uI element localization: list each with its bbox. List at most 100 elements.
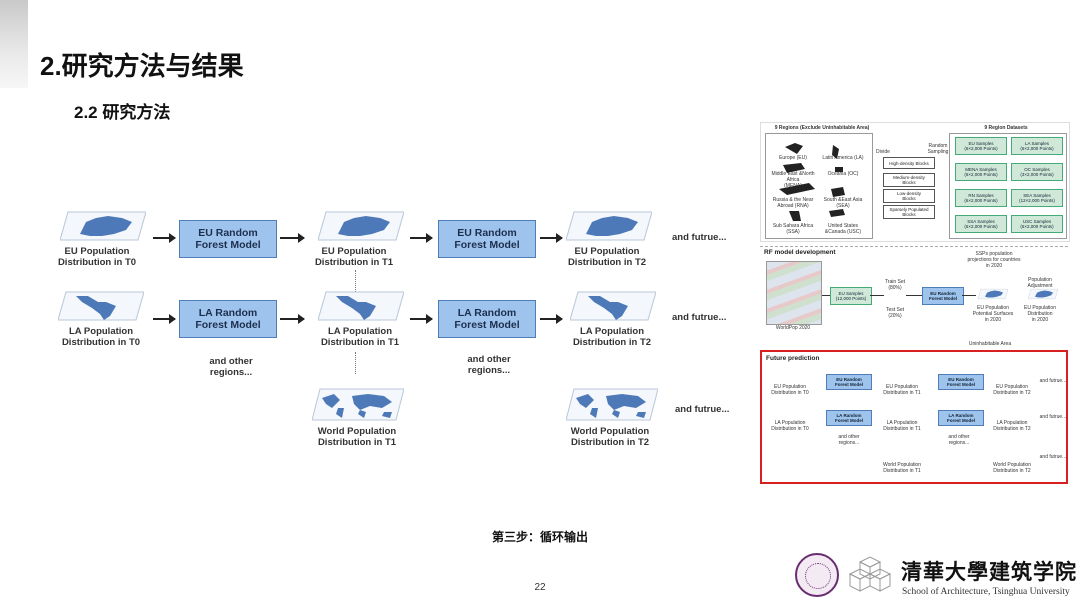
arrow [962,295,976,296]
mini-eu-rf-1: EU Random Forest Model [826,374,872,390]
arrow [540,314,563,324]
sample-rn: RN Samples (6×2,000 Points) [955,189,1007,207]
region-ssa: Sub Sahara Africa (SSA) [772,223,814,235]
arrow [540,233,563,243]
region-la: Latin America (LA) [822,155,864,161]
mini-and-futrue: and futrue... [1039,378,1067,384]
sample-la: LA Samples (6×2,000 Points) [1011,137,1063,155]
mini-la-t1: LA Population Distribution in T1 [883,420,921,432]
vertical-dots [355,270,356,292]
eu-rf-model-2: EU Random Forest Model [438,220,536,258]
university-name-en: School of Architecture, Tsinghua Univers… [902,587,1070,597]
future-prediction-panel: Future prediction EU Population Distribu… [760,350,1068,484]
samples-box [949,133,1067,239]
page-number: 22 [534,582,546,593]
eu-samples-12000: EU Samples (12,000 Points) [830,287,872,305]
block-low: Low-density Blocks [883,189,935,203]
mini-world-t1: World Population Distribution in T1 [883,462,921,474]
eu-dist-t1-label: EU Population Distribution in T1 [314,246,394,268]
train-set: Train Set (80%) [884,279,906,291]
eu-rf-model-1: EU Random Forest Model [179,220,277,258]
random-sampling-label: Random Sampling [927,143,949,155]
slide-title: 2.研究方法与结果 [40,51,244,81]
sample-usc: USC Samples (6×2,000 Points) [1011,215,1063,233]
arrow [280,233,305,243]
region-rna: Russia & the Near Abroad (RNA) [772,197,814,209]
eu-map-t1-icon [318,208,404,244]
region-silhouettes [775,137,865,223]
eu-rf-dev-model: EU Random Forest Model [922,287,964,305]
corner-decoration [0,0,28,88]
rf-development-panel: RF model development WorldPop 2020 EU Sa… [760,246,1068,347]
region-mena: Middle East &North Africa (MENA) [771,171,815,189]
slide-subtitle: 2.2 研究方法 [74,103,171,122]
future-prediction-diagram: EU Population Distribution in T0 EU Rand… [0,180,740,480]
mini-eu-t1: EU Population Distribution in T1 [883,384,921,396]
world-dist-t2-label: World Population Distribution in T2 [570,426,650,448]
university-name-cn: 清華大學建筑学院 [901,559,1077,584]
mini-and-futrue: and futrue... [1039,454,1067,460]
layer-stack-icon [766,261,822,325]
arrow [410,233,433,243]
future-prediction-title: Future prediction [766,355,820,362]
arrow [153,314,176,324]
regions-dataset-panel: 9 Regions (Exclude Uninhabitable Area) 9… [760,122,1070,242]
and-futrue-label: and futrue... [672,232,727,243]
region-usc: United States &Canada (USC) [824,223,862,235]
sample-sea: SEA Samples (12×2,000 Points) [1011,189,1063,207]
arrow [822,295,830,296]
block-sparse: Sparsely Populated Blocks [883,205,935,219]
region-sea: South &East Asia (SEA) [823,197,863,209]
sample-eu: EU Samples (6×2,000 Points) [955,137,1007,155]
mini-eu-t0: EU Population Distribution in T0 [771,384,809,396]
sample-mena: MENA Samples (6×2,000 Points) [955,163,1007,181]
la-rf-model-1: LA Random Forest Model [179,300,277,338]
sample-ssa: SSA Samples (6×2,000 Points) [955,215,1007,233]
sample-oc: OC Samples (3×2,000 Points) [1011,163,1063,181]
worldpop-label: WorldPop 2020 [775,325,811,331]
mini-la-t2: LA Population Distribution in T2 [993,420,1031,432]
eu-dist-t0-label: EU Population Distribution in T0 [57,246,137,268]
mini-and-futrue: and futrue... [1039,414,1067,420]
regions-title: 9 Regions (Exclude Uninhabitable Area) [774,125,870,131]
block-high: High-density Blocks [883,157,935,169]
tsinghua-seal-icon [795,553,839,597]
mini-la-rf-2: LA Random Forest Model [938,410,984,426]
region-oc: Oceania (OC) [827,171,859,177]
arrow [410,314,433,324]
architecture-cube-icon [846,554,894,594]
la-map-t1-icon [318,288,404,324]
and-futrue-label: and futrue... [672,312,727,323]
regions-box [765,133,873,239]
eu-map-t2-icon [566,208,652,244]
mini-la-rf-1: LA Random Forest Model [826,410,872,426]
arrow [870,295,884,296]
mini-map-icon [1028,287,1058,301]
other-regions-label-2: and other regions... [467,354,511,376]
other-regions-label-1: and other regions... [209,356,253,378]
divide-label: Divide [876,149,890,155]
eu-map-t0-icon [60,208,146,244]
la-dist-t0-label: LA Population Distribution in T0 [61,326,141,348]
mini-other-regions-2: and other regions... [948,434,970,446]
eu-dist-t2-label: EU Population Distribution in T2 [567,246,647,268]
la-rf-model-2: LA Random Forest Model [438,300,536,338]
region-eu: Europe (EU) [779,155,807,161]
la-map-t0-icon [58,288,144,324]
eu-2020-label: EU Population Distribution in 2020 [1024,305,1056,323]
world-dist-t1-label: World Population Distribution in T1 [317,426,397,448]
rf-dev-title: RF model development [764,249,836,256]
pop-adjust-label: Population Adjustment [1027,277,1053,289]
test-set: Test Set (20%) [885,307,905,319]
step-caption: 第三步：循环输出 [491,530,588,544]
block-medium: Medium-density Blocks [883,173,935,187]
eu-potential-label: EU Population Potential Surfaces in 2020 [972,305,1014,323]
la-map-t2-icon [570,288,656,324]
la-dist-t2-label: LA Population Distribution in T2 [572,326,652,348]
mini-world-t2: World Population Distribution in T2 [993,462,1031,474]
world-map-t2-icon [566,386,658,424]
mini-map-icon [978,287,1008,301]
arrow [906,295,922,296]
mini-other-regions-1: and other regions... [838,434,860,446]
datasets-title: 9 Region Datasets [984,125,1028,131]
